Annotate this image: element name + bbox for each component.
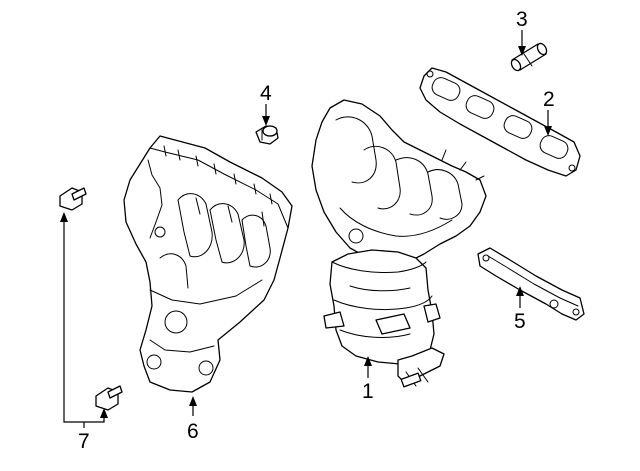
exhaust-manifold-catalytic-converter-part-1[interactable]	[311, 99, 487, 388]
bracket-part-5[interactable]	[477, 247, 585, 321]
callout-2: 2	[543, 88, 555, 111]
leader-line-3	[518, 30, 526, 56]
leader-line-2	[544, 110, 552, 136]
leader-line-5	[516, 286, 524, 308]
leader-line-6	[189, 396, 197, 416]
heat-shield-part-6[interactable]	[123, 135, 293, 393]
nut-part-4[interactable]	[255, 125, 279, 145]
bolt-upper-part-7[interactable]	[59, 187, 87, 211]
manifold-gasket-part-2[interactable]	[419, 67, 581, 177]
leader-line-1	[364, 356, 372, 378]
callout-3: 3	[516, 8, 528, 31]
callout-5: 5	[514, 310, 526, 333]
callout-1: 1	[362, 380, 374, 403]
callout-6: 6	[187, 420, 199, 443]
leader-bracket-7	[60, 212, 108, 428]
callout-7: 7	[78, 430, 90, 453]
callout-4: 4	[260, 82, 272, 105]
leader-line-4	[262, 104, 270, 126]
bolt-lower-part-7[interactable]	[95, 385, 123, 411]
stud-part-3[interactable]	[510, 42, 549, 72]
